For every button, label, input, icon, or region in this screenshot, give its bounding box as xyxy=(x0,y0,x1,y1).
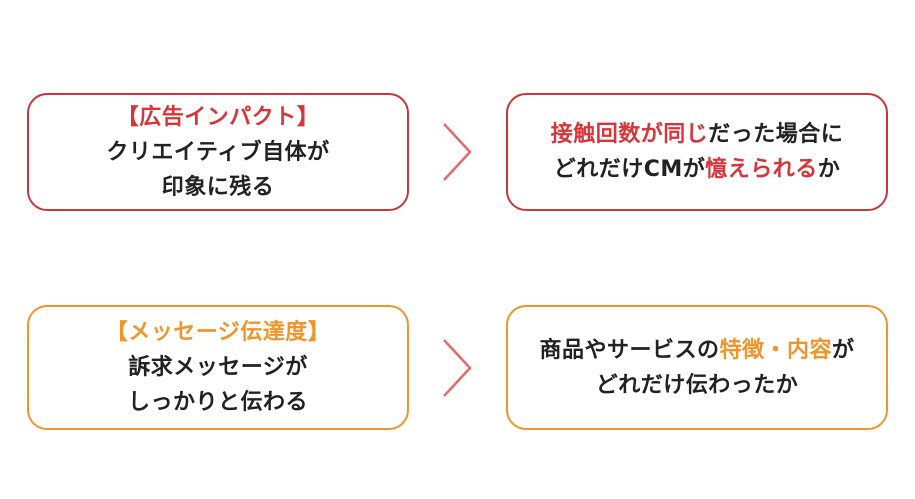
understanding-line-2: どれだけ伝わったか xyxy=(595,372,799,398)
ad-impact-heading: 【広告インパクト】 xyxy=(116,104,320,130)
understanding-emphasis-features: 特徴・内容 xyxy=(719,337,832,363)
recall-line-2-suffix: か xyxy=(817,157,841,182)
understanding-result-box: 商品やサービスの特徴・内容が どれだけ伝わったか xyxy=(506,305,888,430)
recall-result-content: 接触回数が同じだった場合に どれだけCMが憶えられるか xyxy=(551,117,844,187)
recall-line-1-rest: だった場合に xyxy=(708,122,844,147)
ad-impact-line-2: 印象に残る xyxy=(161,174,275,200)
ad-impact-box: 【広告インパクト】 クリエイティブ自体が 印象に残る xyxy=(27,93,409,211)
understanding-line-1-suffix: が xyxy=(832,337,855,363)
recall-result-box: 接触回数が同じだった場合に どれだけCMが憶えられるか xyxy=(506,93,888,211)
recall-line-1: 接触回数が同じだった場合に xyxy=(551,117,844,152)
recall-emphasis-remembered: 憶えられる xyxy=(705,157,818,182)
understanding-line-1: 商品やサービスの特徴・内容が xyxy=(539,333,854,368)
understanding-result-content: 商品やサービスの特徴・内容が どれだけ伝わったか xyxy=(539,333,854,403)
message-delivery-line-1: 訴求メッセージが xyxy=(128,355,308,380)
chevron-right-icon xyxy=(443,123,472,181)
ad-impact-content: 【広告インパクト】 クリエイティブ自体が 印象に残る xyxy=(106,100,329,205)
message-delivery-heading: 【メッセージ伝達度】 xyxy=(105,320,331,345)
understanding-line-1-prefix: 商品やサービスの xyxy=(539,337,720,363)
chevron-right-icon xyxy=(443,339,472,397)
recall-line-2: どれだけCMが憶えられるか xyxy=(554,152,841,187)
ad-impact-line-1: クリエイティブ自体が xyxy=(106,139,330,165)
recall-line-2-prefix: どれだけCMが xyxy=(553,157,706,182)
message-delivery-content: 【メッセージ伝達度】 訴求メッセージが しっかりと伝わる xyxy=(106,315,331,420)
recall-emphasis-contact: 接触回数が同じ xyxy=(550,122,709,147)
message-delivery-box: 【メッセージ伝達度】 訴求メッセージが しっかりと伝わる xyxy=(27,305,409,430)
message-delivery-line-2: しっかりと伝わる xyxy=(127,390,308,415)
